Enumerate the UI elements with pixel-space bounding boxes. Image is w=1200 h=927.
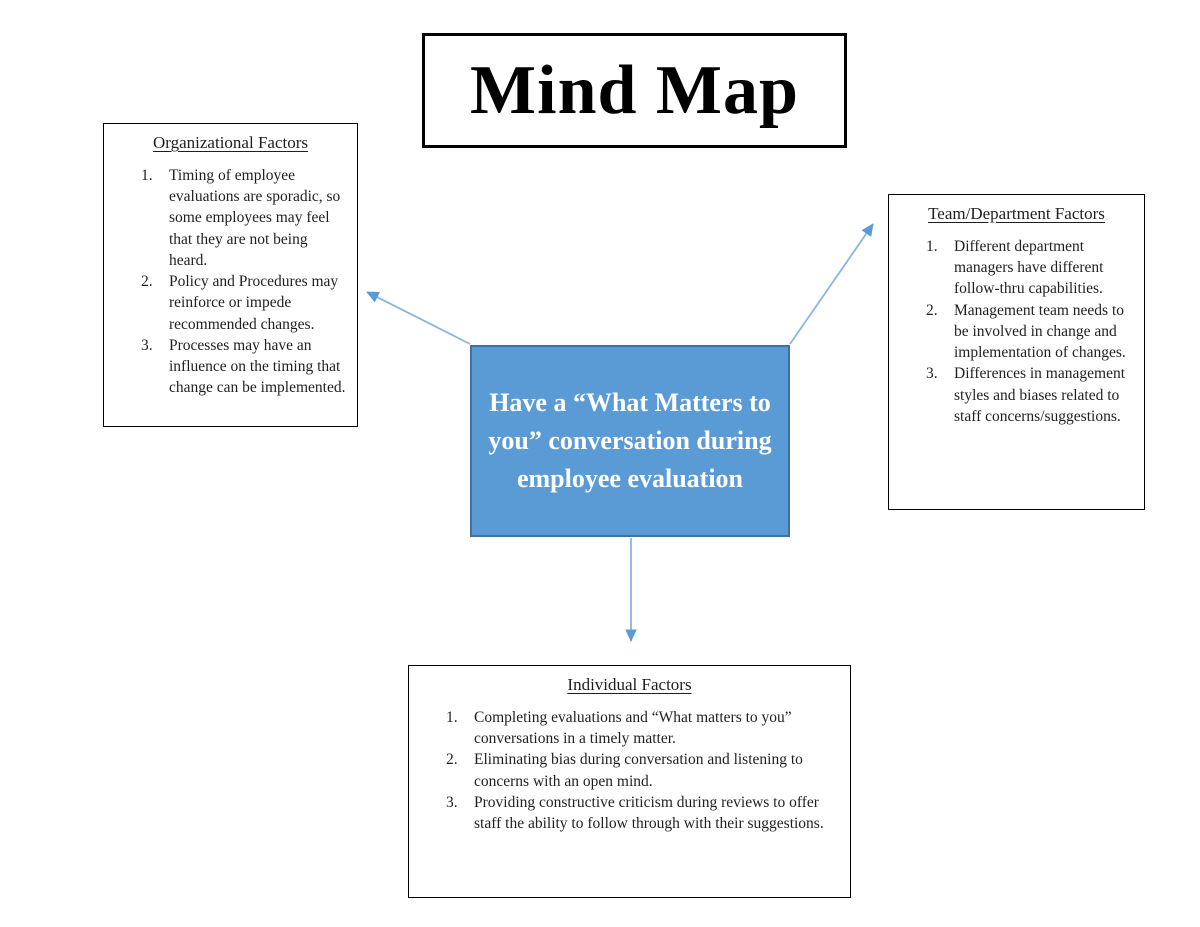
- connector-to-team-department: [789, 223, 874, 345]
- list-item: Providing constructive criticism during …: [446, 792, 824, 833]
- list-item: Policy and Procedures may reinforce or i…: [141, 271, 339, 333]
- list-item: Timing of employee evaluations are spora…: [141, 165, 341, 269]
- team-department-factors-box: Team/Department Factors Different depart…: [888, 194, 1145, 510]
- list-item: Different department managers have diffe…: [926, 236, 1104, 298]
- organizational-factors-box: Organizational Factors Timing of employe…: [103, 123, 358, 427]
- list-item: Completing evaluations and “What matters…: [446, 707, 792, 748]
- mind-map-title-box: Mind Map: [422, 33, 847, 148]
- list-item: Eliminating bias during conversation and…: [446, 749, 803, 790]
- central-topic-text: Have a “What Matters to you” conversatio…: [488, 388, 772, 493]
- list-item: Management team needs to be involved in …: [926, 300, 1126, 362]
- team-department-factors-list: Different department managers have diffe…: [889, 236, 1144, 427]
- individual-factors-list: Completing evaluations and “What matters…: [409, 707, 850, 834]
- team-department-factors-heading: Team/Department Factors: [928, 204, 1105, 223]
- organizational-factors-list: Timing of employee evaluations are spora…: [104, 165, 357, 399]
- organizational-factors-heading: Organizational Factors: [152, 133, 308, 152]
- page-title: Mind Map: [470, 51, 799, 129]
- central-topic-node: Have a “What Matters to you” conversatio…: [470, 345, 790, 537]
- connector-to-organizational: [366, 291, 471, 345]
- list-item: Differences in management styles and bia…: [926, 363, 1125, 425]
- list-item: Processes may have an influence on the t…: [141, 335, 346, 397]
- individual-factors-box: Individual Factors Completing evaluation…: [408, 665, 851, 898]
- individual-factors-heading: Individual Factors: [567, 675, 692, 694]
